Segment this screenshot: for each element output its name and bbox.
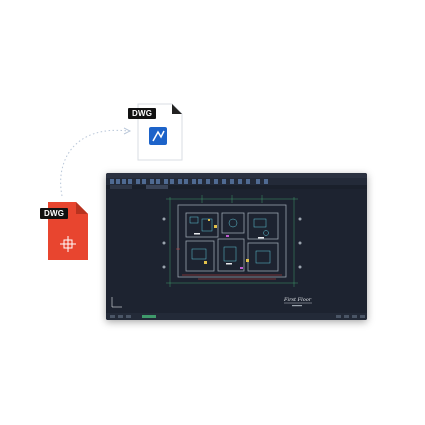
drawing-title: First Floor (283, 297, 312, 303)
target-file-badge: DWG (128, 108, 157, 119)
tab-drawing[interactable] (146, 185, 168, 189)
status-bar (106, 313, 367, 320)
drawing-canvas[interactable]: First Floor (106, 189, 367, 313)
source-file-badge: DWG (40, 208, 69, 219)
tab-model[interactable] (110, 185, 132, 189)
target-dwg-file: DWG (128, 102, 184, 162)
document-tabs[interactable] (106, 185, 367, 189)
window-title-bar (106, 173, 367, 178)
ribbon-toolbar[interactable] (106, 178, 367, 185)
source-dwg-file: DWG (40, 200, 92, 262)
cad-window: First Floor (106, 173, 367, 320)
